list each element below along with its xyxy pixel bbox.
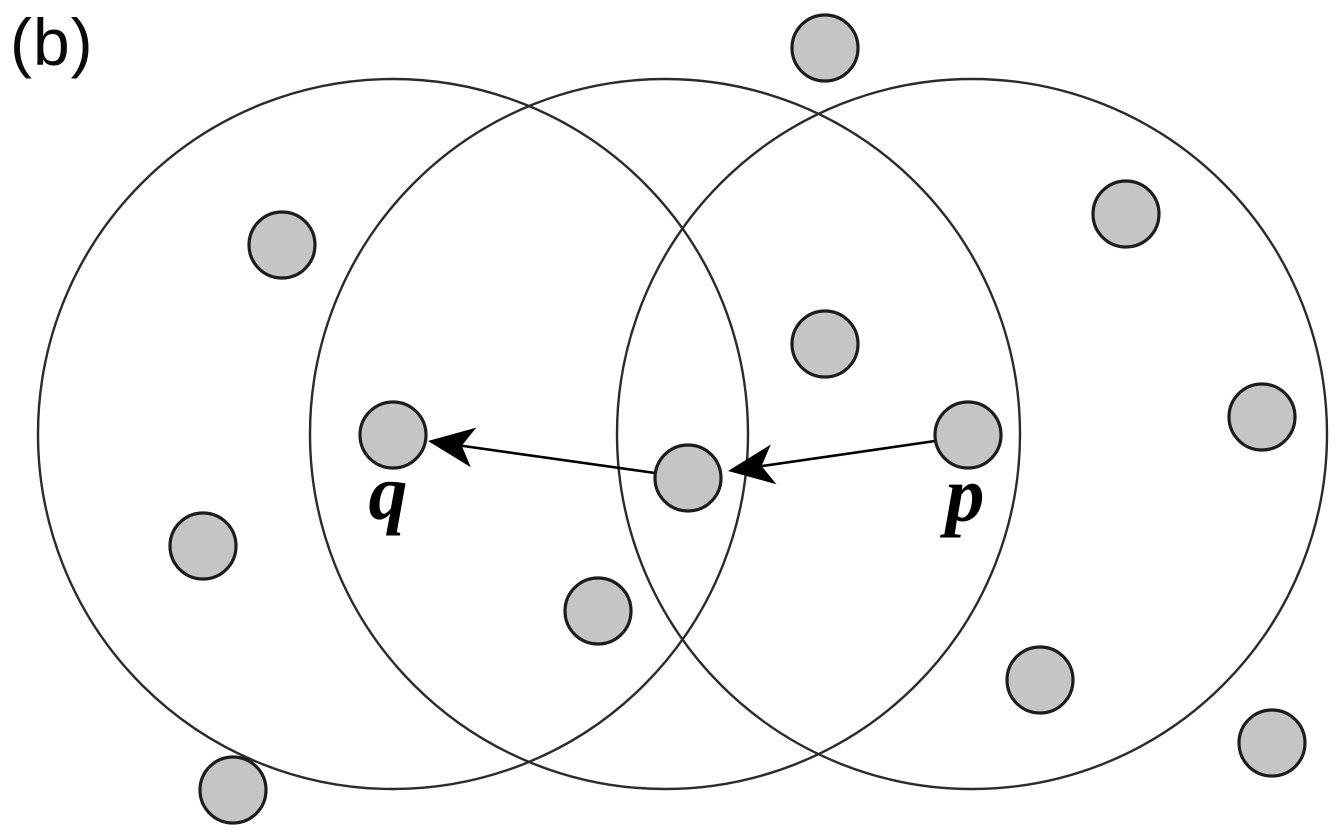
node-far-right: [1227, 382, 1297, 452]
node-lower-right: [1005, 645, 1075, 715]
arrowhead-p-to-relay: [728, 444, 777, 485]
arrow-line-p-to-relay: [761, 439, 936, 468]
node-label-q: q: [369, 449, 408, 536]
node-center-upper: [790, 309, 860, 379]
transmission-range-middle-range: [308, 77, 1022, 791]
node-lower-middle: [563, 576, 633, 646]
arrow-line-relay-to-q: [461, 444, 656, 475]
node-bottom-right: [1237, 708, 1307, 778]
node-mid-left: [168, 511, 238, 581]
node-bottom-left: [198, 755, 268, 825]
node-relay: [653, 443, 723, 513]
node-top: [790, 13, 860, 83]
transmission-range-left-range: [36, 77, 750, 791]
transmission-range-right-range: [615, 77, 1329, 791]
node-p: [933, 400, 1003, 470]
node-upper-right: [1091, 179, 1161, 249]
node-label-p: p: [940, 451, 985, 538]
node-upper-left: [247, 210, 317, 280]
node-q: [358, 400, 428, 470]
arrowhead-relay-to-q: [428, 427, 477, 468]
panel-label: (b): [10, 5, 94, 79]
